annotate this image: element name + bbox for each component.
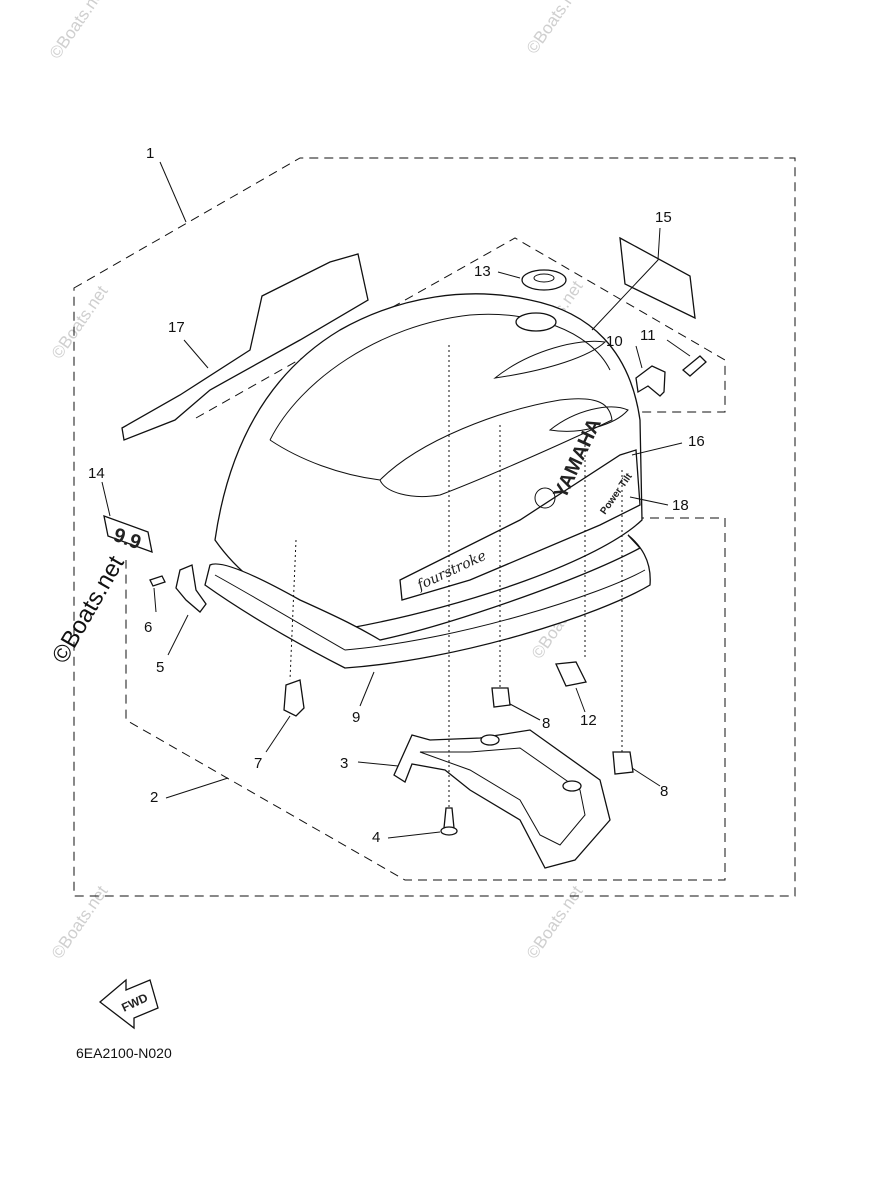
watermark-prominent: ©Boats.net [47, 551, 130, 668]
callouts: 1 2 3 4 5 6 7 8 8 9 10 11 12 13 14 15 16… [88, 145, 705, 846]
screw-4 [443, 807, 455, 829]
grommet-8 [491, 687, 511, 708]
diagram-code: 6EA2100-N020 [76, 1045, 172, 1061]
watermark: ©Boats.net [48, 282, 112, 362]
callout-17: 17 [168, 319, 185, 336]
callout-7: 7 [254, 755, 262, 772]
support-3 [393, 729, 611, 869]
cowling-label-panel [399, 449, 641, 601]
watermark: ©Boats.net [46, 0, 110, 62]
grommet-8 [612, 751, 634, 775]
callout-11: 11 [640, 327, 656, 344]
callout-12: 12 [580, 712, 597, 729]
support-3-inner [419, 747, 586, 846]
callout-14: 14 [88, 465, 105, 482]
cowling-contour [269, 439, 381, 481]
cowling-cap-seat [515, 312, 557, 332]
watermark: ©Boats.net [48, 882, 112, 962]
screw-6 [149, 575, 166, 587]
callout-10: 10 [606, 333, 623, 350]
cowling-front-recess [379, 398, 613, 498]
hook-5 [175, 564, 207, 613]
callout-5: 5 [156, 659, 164, 676]
callout-9: 9 [352, 709, 360, 726]
cowling-seal-edge [214, 569, 646, 651]
callout-18: 18 [672, 497, 689, 514]
assembly-outline-2 [125, 237, 726, 881]
fwd-arrow-icon: FWD [98, 978, 159, 1030]
watermark: ©Boats.net [523, 0, 587, 57]
callout-4: 4 [372, 829, 380, 846]
callout-2: 2 [150, 789, 158, 806]
latch-7 [283, 679, 305, 717]
callout-8: 8 [542, 715, 550, 732]
alignment-line [289, 539, 297, 681]
cowling-seal-9 [204, 534, 651, 669]
support-3-boss [562, 780, 582, 792]
bracket-10 [635, 365, 666, 397]
rear-decal-15 [619, 236, 696, 320]
leader-lines [101, 161, 691, 839]
callout-3: 3 [340, 755, 348, 772]
clip-12 [555, 661, 587, 687]
model-emblem-14 [103, 514, 153, 554]
watermark: ©Boats.net [523, 882, 587, 962]
callout-6: 6 [144, 619, 152, 636]
callout-1: 1 [146, 145, 154, 162]
callout-13: 13 [474, 263, 491, 280]
callout-8: 8 [660, 783, 668, 800]
callout-16: 16 [688, 433, 705, 450]
cowling-vent [548, 406, 629, 432]
screw-4-head [440, 826, 458, 836]
assembly-outline-1 [73, 157, 796, 897]
cap-13-inner [533, 273, 555, 283]
side-decal-17 [121, 253, 369, 441]
callout-15: 15 [655, 209, 672, 226]
yamaha-logo-icon [534, 487, 556, 509]
bolt-11 [681, 355, 707, 377]
cowling-vent [493, 340, 607, 379]
cowling-contour [269, 313, 611, 441]
cap-13 [521, 269, 567, 291]
support-3-boss [480, 734, 500, 746]
